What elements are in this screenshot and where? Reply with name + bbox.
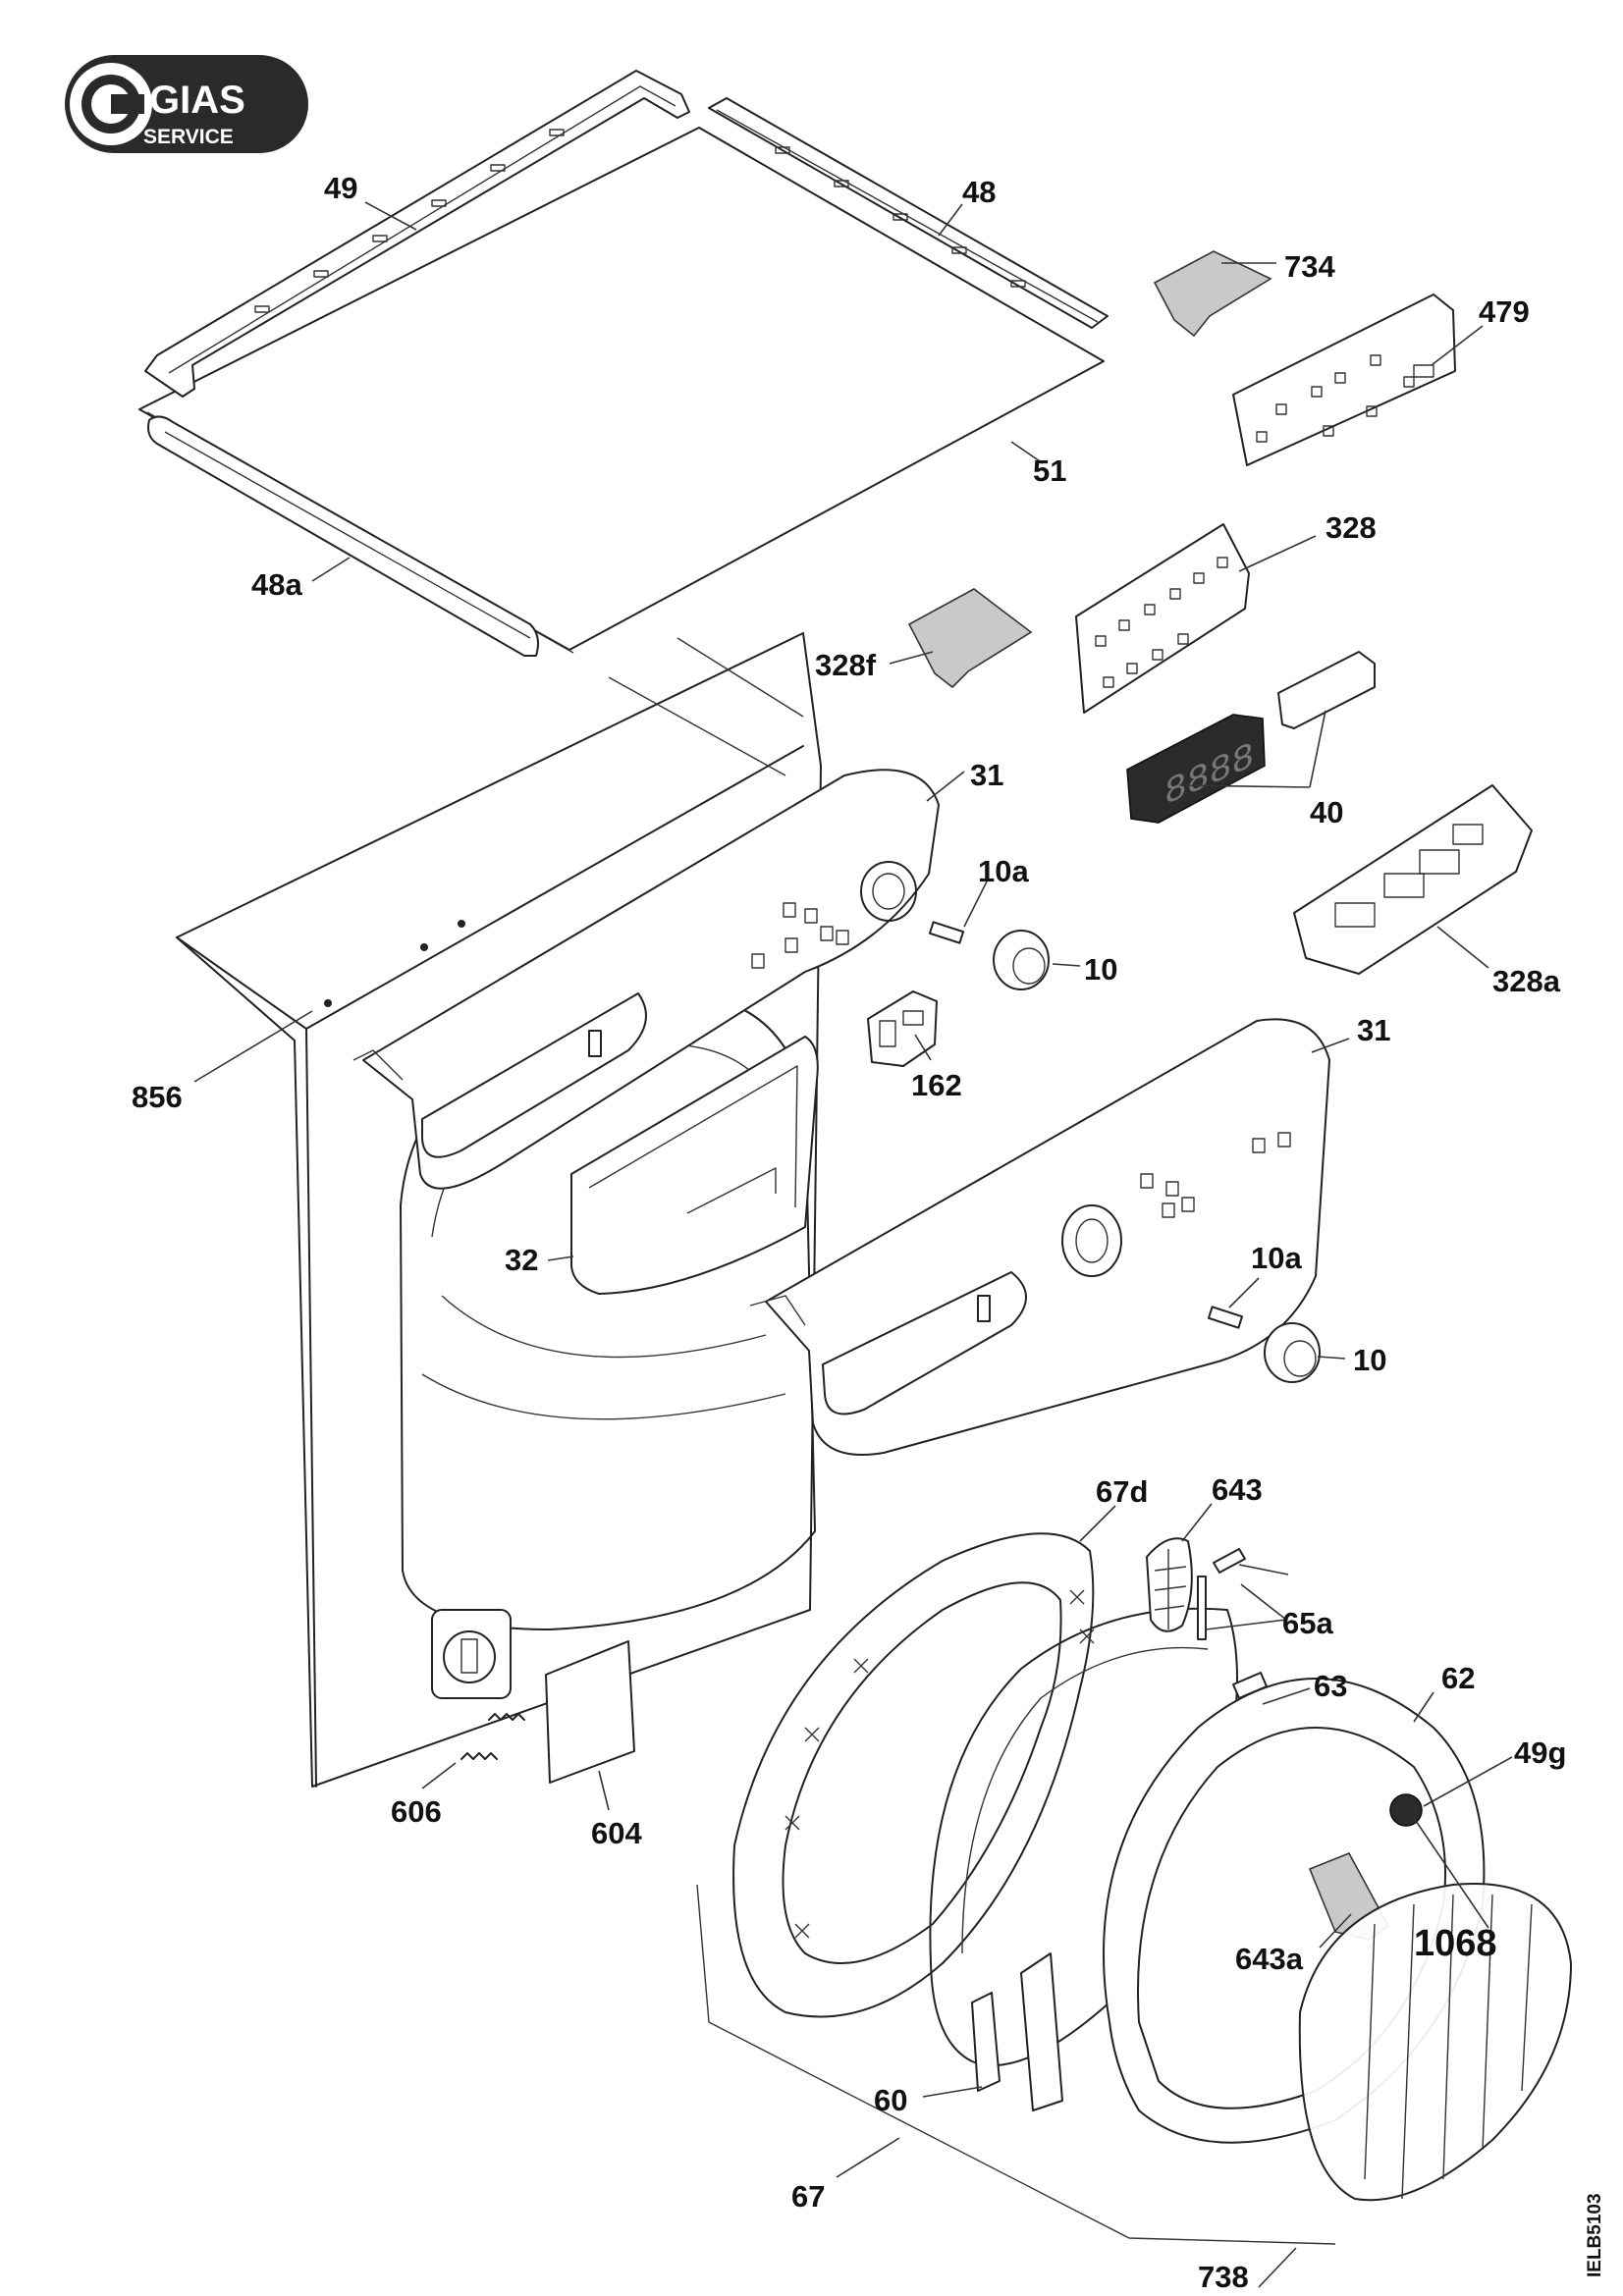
label-49: 49 bbox=[324, 171, 357, 205]
label-162: 162 bbox=[911, 1068, 962, 1102]
label-856: 856 bbox=[132, 1080, 183, 1114]
side-rail-49 bbox=[144, 70, 690, 398]
label-738: 738 bbox=[1198, 2260, 1249, 2294]
label-328a: 328a bbox=[1492, 964, 1561, 998]
label-65a: 65a bbox=[1282, 1606, 1333, 1640]
label-328: 328 bbox=[1325, 510, 1377, 545]
pcb-479 bbox=[1232, 294, 1456, 466]
label-643a: 643a bbox=[1235, 1942, 1304, 1976]
logo-brand-text: GIAS bbox=[149, 79, 245, 122]
logo-sub-text: SERVICE bbox=[143, 126, 234, 148]
label-40: 40 bbox=[1310, 795, 1343, 829]
label-67d: 67d bbox=[1096, 1474, 1148, 1509]
label-32: 32 bbox=[505, 1243, 538, 1277]
knob-10-lower bbox=[1207, 1306, 1321, 1383]
knob-10-upper bbox=[928, 921, 1050, 990]
control-panel-31-upper bbox=[352, 769, 940, 1190]
label-48a: 48a bbox=[251, 567, 302, 602]
label-60: 60 bbox=[874, 2083, 907, 2117]
label-606: 606 bbox=[391, 1794, 442, 1829]
label-734: 734 bbox=[1284, 249, 1335, 284]
insulation-sheet-734 bbox=[1153, 250, 1272, 338]
leader-lines bbox=[193, 201, 1513, 2288]
rear-rail-48 bbox=[708, 97, 1109, 329]
detergent-drawer-32 bbox=[570, 1036, 819, 1295]
pcb-328 bbox=[1075, 523, 1250, 714]
label-31-lower: 31 bbox=[1357, 1013, 1390, 1047]
hinge-spring-606 bbox=[460, 1713, 525, 1760]
control-panel-31-lower bbox=[749, 1018, 1330, 1456]
label-479: 479 bbox=[1479, 294, 1530, 329]
label-328f: 328f bbox=[815, 648, 877, 682]
label-604: 604 bbox=[591, 1816, 642, 1850]
door-lock-162 bbox=[867, 990, 938, 1067]
label-10a-upper: 10a bbox=[978, 854, 1029, 888]
front-rail-48a bbox=[147, 415, 539, 657]
diagram-code: IELB5103 bbox=[1585, 2193, 1605, 2277]
pcb-328a bbox=[1293, 784, 1533, 975]
insulation-sheet-328f bbox=[907, 588, 1033, 689]
part-labels: 49 48 734 479 51 48a 328 328f 31 40 10a … bbox=[132, 171, 1566, 2294]
label-10-lower: 10 bbox=[1353, 1343, 1386, 1377]
door-grille-643 bbox=[1146, 1537, 1193, 1632]
label-62: 62 bbox=[1441, 1661, 1475, 1695]
door-frame-67d bbox=[732, 1532, 1095, 2018]
base-outline-67 bbox=[696, 1884, 1336, 2245]
label-31-upper: 31 bbox=[970, 758, 1003, 792]
label-67: 67 bbox=[791, 2179, 825, 2214]
label-10-upper: 10 bbox=[1084, 952, 1117, 987]
gias-service-logo: GIAS SERVICE bbox=[65, 55, 308, 153]
label-1068: 1068 bbox=[1414, 1923, 1497, 1964]
door-latch-65a bbox=[1197, 1548, 1246, 1640]
label-49g: 49g bbox=[1514, 1735, 1566, 1770]
door-glass-738 bbox=[1298, 1883, 1572, 2202]
label-10a-lower: 10a bbox=[1251, 1241, 1302, 1275]
filter-cover-604 bbox=[545, 1640, 635, 1784]
label-643: 643 bbox=[1212, 1472, 1263, 1507]
label-48: 48 bbox=[962, 175, 996, 209]
label-63: 63 bbox=[1314, 1669, 1347, 1703]
label-51: 51 bbox=[1033, 454, 1066, 488]
